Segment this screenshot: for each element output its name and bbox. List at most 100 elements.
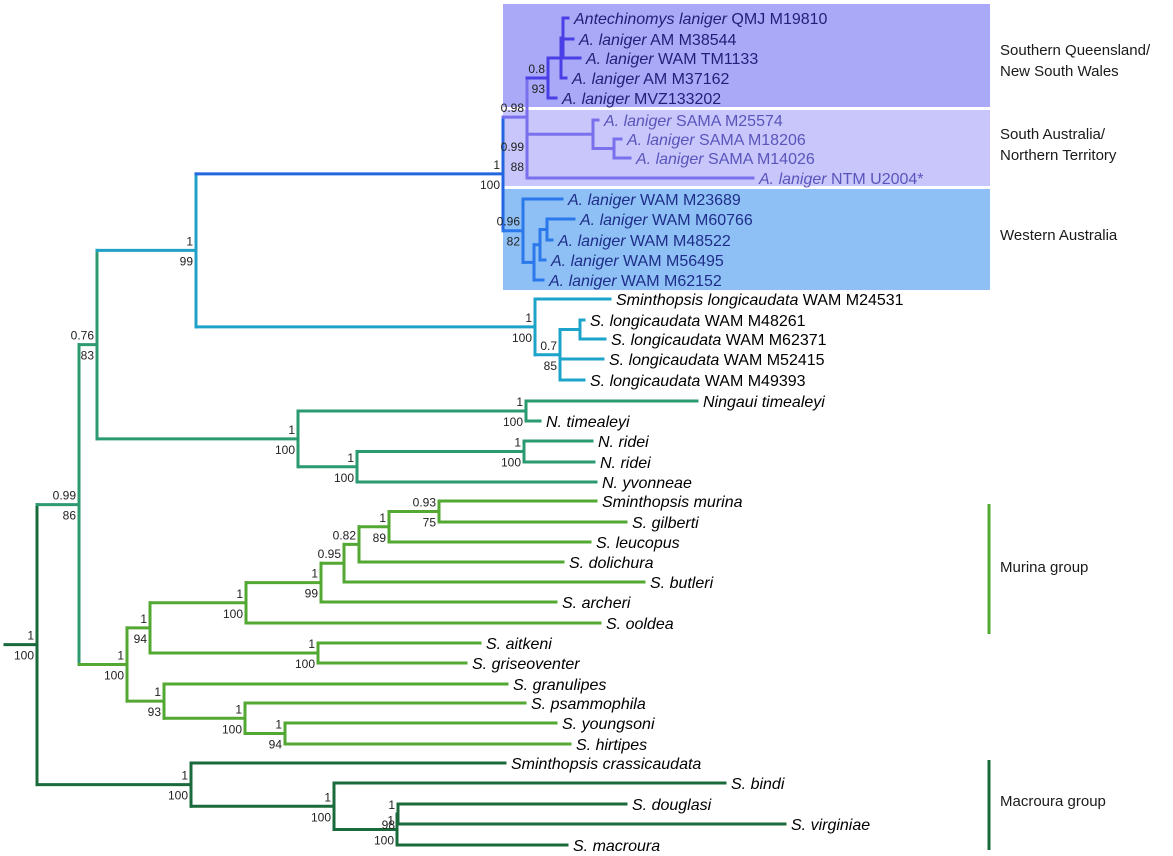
region-label-murina-group: Murina group (1000, 559, 1088, 576)
posterior-murina_e: 0.93 (413, 496, 437, 510)
bootstrap-longi: 100 (512, 331, 532, 345)
posterior-ningaui: 1 (288, 423, 295, 437)
taxon-name: S. griseoventer (472, 656, 580, 673)
bootstrap-aitkeni: 100 (295, 657, 315, 671)
taxon-name: S. hirtipes (576, 737, 647, 754)
taxon-label-a1: A. laniger AM M38544 (578, 32, 737, 49)
bootstrap-mac_c: 98 (382, 818, 396, 832)
posterior-longi: 1 (525, 311, 532, 325)
specimen-code: QMJ M19810 (727, 11, 828, 28)
posterior-murina_a: 1 (311, 567, 318, 581)
specimen-code: WAM M60766 (648, 212, 753, 229)
posterior-sq: 0.8 (528, 62, 545, 76)
taxon-name: S. longicaudata (609, 352, 719, 369)
specimen-code: WAM TM1133 (654, 51, 759, 68)
posterior-murina_d: 1 (379, 511, 386, 525)
posterior-sa: 0.99 (501, 140, 525, 154)
bootstrap-sa: 88 (511, 160, 525, 174)
specimen-code: SAMA M14026 (704, 151, 815, 168)
tree-leaves: Antechinomys laniger QMJ M19810 A. lanige… (472, 11, 924, 855)
taxon-name: S. gilberti (632, 515, 699, 532)
bootstrap-ant_longi: 99 (180, 254, 194, 268)
bootstrap-antechinomys: 100 (480, 178, 500, 192)
taxon-name: S. archeri (562, 595, 631, 612)
posterior-root: 1 (27, 629, 34, 643)
taxon-label-a2: A. laniger WAM TM1133 (585, 51, 758, 68)
taxon-label-ma: S. macroura (573, 838, 660, 855)
taxon-name: A. laniger (603, 113, 672, 130)
taxon-label-m2: S. gilberti (632, 515, 699, 532)
taxon-name: A. laniger (561, 91, 630, 108)
taxon-label-w2: A. laniger WAM M60766 (579, 212, 753, 229)
taxon-label-do: S. douglasi (632, 797, 712, 814)
taxon-label-n3: N. ridei (598, 434, 649, 451)
specimen-code: WAM M49393 (700, 373, 805, 390)
posterior-timealeyi: 1 (516, 395, 523, 409)
posterior-murina_b: 0.95 (318, 547, 342, 561)
posterior-ridei_yv: 1 (347, 451, 354, 465)
taxon-name: A. laniger (578, 32, 647, 49)
taxon-name: Sminthopsis crassicaudata (511, 756, 701, 773)
region-label-western-australia: Western Australia (1000, 227, 1118, 244)
taxon-name: S. aitkeni (486, 636, 552, 653)
taxon-name: S. longicaudata (590, 373, 700, 390)
taxon-name: A. laniger (758, 171, 827, 188)
taxon-label-w3: A. laniger WAM M48522 (557, 233, 731, 250)
posterior-smin_main: 1 (117, 649, 124, 663)
taxon-name: A. laniger (579, 212, 648, 229)
taxon-label-gr: S. griseoventer (472, 656, 580, 673)
posterior-wa: 0.96 (497, 215, 521, 229)
bootstrap-granulipes: 93 (148, 705, 162, 719)
taxon-name: S. leucopus (596, 535, 680, 552)
specimen-code: WAM M52415 (719, 352, 824, 369)
taxon-label-ai: S. aitkeni (486, 636, 552, 653)
taxon-name: A. laniger (548, 273, 617, 290)
specimen-code: WAM M23689 (636, 192, 741, 209)
taxon-name: Antechinomys laniger (573, 11, 728, 28)
posterior-ridei: 1 (514, 436, 521, 450)
region-label-southern-queensland: Southern Queensland/ New South Wales (1000, 42, 1154, 80)
specimen-code: WAM M24531 (798, 292, 903, 309)
specimen-code: SAMA M18206 (695, 132, 806, 149)
posterior-murina: 1 (236, 587, 243, 601)
taxon-name: A. laniger (567, 192, 636, 209)
taxon-label-s4: A. laniger NTM U2004* (758, 171, 924, 188)
taxon-name: A. laniger (550, 253, 619, 270)
taxon-label-m5: S. butleri (650, 575, 714, 592)
specimen-code: WAM M48261 (700, 313, 805, 330)
taxon-label-m3: S. leucopus (596, 535, 680, 552)
posterior-longi_inner: 0.7 (540, 339, 557, 353)
taxon-label-l1: Sminthopsis longicaudata WAM M24531 (616, 292, 904, 309)
taxon-label-yo: S. youngsoni (562, 716, 655, 733)
posterior-mac_c: 1 (388, 798, 395, 812)
region-label-sa-line1: South Australia/ (1000, 126, 1106, 143)
taxon-label-w1: A. laniger WAM M23689 (567, 192, 741, 209)
bootstrap-ant_smin_ning: 83 (81, 349, 95, 363)
taxon-name: N. yvonneae (602, 475, 692, 492)
taxon-name: N. ridei (600, 455, 651, 472)
specimen-code: NTM U2004* (827, 171, 924, 188)
posterior-macroura: 1 (181, 769, 188, 783)
taxon-name: N. timealeyi (546, 414, 630, 431)
bootstrap-macroura: 100 (168, 789, 188, 803)
posterior-sq_sa: 0.98 (501, 101, 525, 115)
posterior-ant_smin_ning: 0.76 (71, 329, 95, 343)
specimen-code: WAM M56495 (619, 253, 724, 270)
region-label-sa-line2: Northern Territory (1000, 147, 1117, 164)
taxon-name: A. laniger (557, 233, 626, 250)
node-supports: 11000.99860.768319911000.980.8930.99880.… (14, 62, 557, 848)
taxon-label-n4: N. ridei (600, 455, 651, 472)
taxon-label-m7: S. ooldea (606, 616, 674, 633)
posterior-psamm: 1 (235, 702, 242, 716)
taxon-name: S. longicaudata (590, 313, 700, 330)
bootstrap-ningaui: 100 (275, 443, 295, 457)
taxon-label-cr: Sminthopsis crassicaudata (511, 756, 701, 773)
taxon-name: S. dolichura (569, 555, 654, 572)
bootstrap-murina_a: 99 (305, 587, 319, 601)
taxon-label-a4: A. laniger MVZ133202 (561, 91, 721, 108)
taxon-name: S. granulipes (513, 677, 606, 694)
posterior-antechinomys: 1 (493, 158, 500, 172)
taxon-label-gl: S. granulipes (513, 677, 606, 694)
taxon-label-w4: A. laniger WAM M56495 (550, 253, 724, 270)
